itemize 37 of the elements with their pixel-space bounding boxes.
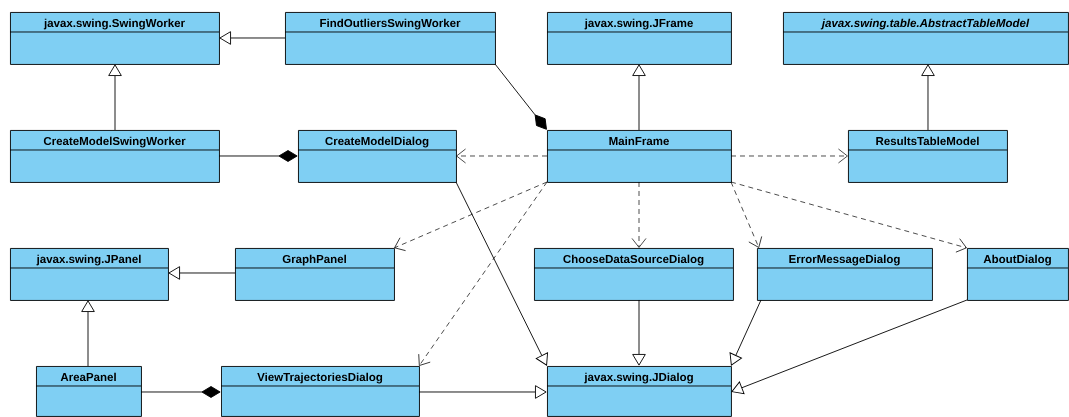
dependency-arrow	[394, 181, 548, 251]
inheritance-arrow	[108, 64, 122, 131]
dependency-arrow	[730, 181, 967, 253]
dependency-arrow	[456, 148, 548, 164]
class-box: FindOutliersSwingWorker	[284, 12, 496, 65]
class-box: javax.swing.JPanel	[9, 248, 169, 301]
composition-line	[218, 150, 298, 162]
inheritance-arrow	[921, 64, 935, 131]
class-box: javax.swing.table.AbstractTableModel	[782, 12, 1069, 65]
composition-line	[140, 386, 221, 398]
inheritance-arrow	[632, 299, 646, 366]
inheritance-arrow	[731, 299, 968, 395]
class-box: ViewTrajectoriesDialog	[220, 366, 420, 417]
class-box: GraphPanel	[234, 248, 395, 301]
class-box: ChooseDataSourceDialog	[533, 248, 734, 301]
inheritance-arrow	[219, 31, 286, 45]
class-box: AreaPanel	[35, 366, 142, 417]
inheritance-arrow	[81, 300, 95, 367]
dependency-arrow	[730, 181, 763, 248]
dependency-arrow	[730, 148, 848, 164]
class-box: CreateModelDialog	[297, 130, 457, 183]
class-box: AboutDialog	[966, 248, 1069, 301]
class-box: ResultsTableModel	[847, 130, 1008, 183]
class-box: ErrorMessageDialog	[756, 248, 933, 301]
class-box: javax.swing.JDialog	[546, 366, 732, 417]
class-box: MainFrame	[546, 130, 732, 183]
inheritance-arrow	[418, 385, 547, 399]
inheritance-arrow	[632, 64, 646, 131]
inheritance-arrow	[168, 266, 236, 280]
composition-line	[494, 63, 547, 130]
inheritance-arrow	[455, 181, 548, 366]
inheritance-arrow	[729, 299, 762, 366]
class-box: javax.swing.JFrame	[546, 12, 732, 65]
class-box: javax.swing.SwingWorker	[9, 12, 220, 65]
dependency-arrow	[631, 181, 647, 248]
dependency-arrow	[418, 181, 548, 366]
class-box: CreateModelSwingWorker	[9, 130, 220, 183]
